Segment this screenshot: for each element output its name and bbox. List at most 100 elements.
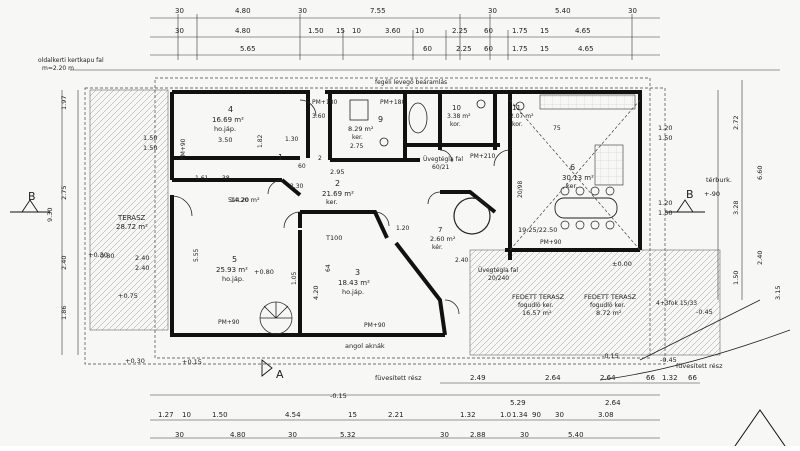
val-230: 2.30: [290, 183, 304, 190]
toilet-icon-2: [515, 101, 525, 111]
dim-bottom-11: 30: [555, 411, 564, 419]
room-3-name: ho.jáp.: [342, 288, 364, 296]
pm90-1: PM+90: [218, 319, 240, 326]
room-5-num: 5: [232, 255, 237, 264]
section-marker-b-left: [10, 199, 50, 213]
level-015: +0.15: [182, 358, 202, 366]
right-dim-10: 3.15: [774, 286, 782, 300]
dim-top2-7: 10: [415, 27, 424, 35]
terrace-area: 28.72 m²: [116, 223, 148, 231]
left-dim-4: 2.75: [60, 186, 68, 200]
room-5-val: +0.80: [254, 268, 274, 276]
toilet-icon: [379, 137, 389, 147]
left-dim-1: 1.97: [60, 96, 68, 110]
dim-bottom-10: 90: [532, 411, 541, 419]
dim-top3-6: 15: [540, 45, 549, 53]
dim-bottom-1: 1.27: [158, 411, 174, 419]
room-9-name: ker.: [352, 134, 363, 141]
val-2098: 20/98: [517, 181, 524, 198]
dim-lower-4: 66: [646, 374, 655, 382]
dim-lower-6: 66: [688, 374, 697, 382]
left-dim-2: 1.50: [143, 134, 157, 142]
right-dim-9: 2.40: [756, 251, 764, 265]
garden-curve: [639, 299, 761, 361]
val-64: 64: [325, 264, 332, 272]
door-swings: [171, 99, 511, 315]
pm90-4: PM+90: [180, 138, 187, 160]
dim-top3-5: 1.75: [512, 45, 528, 53]
section-b-left: B: [28, 190, 36, 203]
right-dim-1: 1.20: [658, 124, 672, 132]
room-2-area: 21.69 m²: [322, 190, 354, 198]
room-10-area: 3.38 m²: [447, 113, 471, 120]
right-dim-8: 1.50: [732, 271, 740, 285]
val-2: 2: [318, 155, 322, 162]
kitchen-counter: [539, 94, 636, 110]
val-130: 1.30: [285, 136, 299, 143]
bathtub-icon: [408, 102, 428, 134]
level-015b: -0.15: [330, 392, 347, 400]
dim-top-6: 5.40: [555, 7, 571, 15]
room-4-val: 3.50: [218, 136, 232, 144]
dim-bottom-3: 1.50: [212, 411, 228, 419]
pm210: PM+210: [470, 153, 495, 160]
covered-terrace-2-sub: fogudló ker.: [590, 302, 625, 309]
room-7-area: 2.60 m²: [430, 235, 456, 243]
section-a: A: [276, 368, 284, 381]
t100-label: T100: [325, 234, 342, 242]
section-marker-a: [261, 359, 273, 377]
room-5-name: ho.jáp.: [222, 275, 244, 283]
room-3-num: 3: [355, 268, 360, 277]
note-top-center: fegéli levegő beáramlás: [375, 79, 447, 86]
dim-bottom2-4: 5.32: [340, 431, 356, 439]
room-11-num: 11: [512, 104, 521, 112]
room-10-num: 10: [452, 104, 461, 112]
room-6-area: 30.13 m²: [562, 174, 594, 182]
room-6-val: 19.25/22.50: [518, 226, 557, 234]
glass-wall-2-val: 20/240: [488, 275, 509, 282]
kitchen-counter-side: [594, 144, 624, 186]
room-10-name: kor.: [450, 121, 461, 128]
left-dim-10: 1.86: [60, 306, 68, 320]
dim-bottom2-1: 30: [175, 431, 184, 439]
room-2-name: ker.: [326, 198, 338, 206]
dim-top2-12: 4.65: [575, 27, 591, 35]
shower-icon: [349, 99, 369, 121]
dim-top2-3: 1.50: [308, 27, 324, 35]
room-11-name: kor.: [512, 121, 523, 128]
dim-bottom2-3: 30: [288, 431, 297, 439]
dim-lower-8: 2.64: [605, 399, 621, 407]
val-60: 60: [298, 163, 306, 170]
dim-bottom2-2: 4.80: [230, 431, 246, 439]
val-105: 1.05: [291, 271, 298, 285]
dim-bottom2-6: 2.88: [470, 431, 486, 439]
room-1-area: 14.20 m²: [230, 196, 260, 204]
dim-top2-2: 4.80: [235, 27, 251, 35]
left-dim-8: 2.40: [135, 254, 149, 262]
sink-icon: [476, 99, 486, 109]
pm180-1: PM+180: [312, 99, 337, 106]
dim-top-7: 30: [628, 7, 637, 15]
dim-top-4: 7.55: [370, 7, 386, 15]
val-240: 2.40: [455, 257, 469, 264]
left-dim-6: 2.40: [60, 256, 68, 270]
north-arrow-icon: [734, 409, 786, 447]
dim-bottom2-5: 30: [440, 431, 449, 439]
glass-wall-1-val: 60/21: [432, 164, 449, 171]
garden-gate: térburk.: [706, 176, 732, 184]
dim-top2-6: 3.60: [385, 27, 401, 35]
room-5-area: 25.93 m²: [216, 266, 248, 274]
angol-aknak: angol aknák: [345, 342, 385, 350]
room-7-name: kér.: [432, 244, 443, 251]
covered-terrace-2: FEDETT TERASZ: [584, 293, 637, 301]
dim-bottom-5: 15: [348, 411, 357, 419]
dim-bottom2-8: 5.40: [568, 431, 584, 439]
dim-top2-11: 15: [540, 27, 549, 35]
terrace-label: TERASZ: [117, 214, 146, 222]
right-dim-5: 3.28: [732, 201, 740, 215]
note-top-left-2: m=2.20 m: [42, 65, 74, 72]
val-38: 38: [222, 175, 230, 182]
dim-top-2: 4.80: [235, 7, 251, 15]
